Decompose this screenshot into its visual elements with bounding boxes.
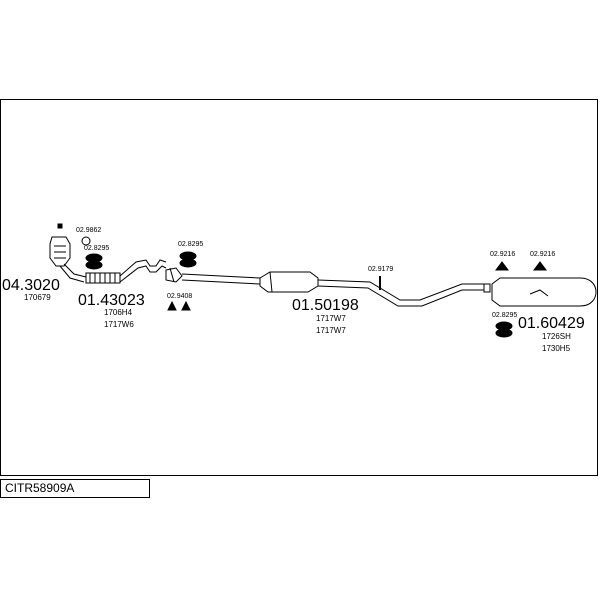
fitting-label-f6: 02.9216 xyxy=(490,251,515,258)
catalyst-icon[interactable] xyxy=(49,223,87,283)
rear-silencer-icon[interactable] xyxy=(483,277,597,307)
middle-silencer-ref-2: 1717W7 xyxy=(316,326,346,335)
fitting-icon-f7[interactable] xyxy=(533,261,547,271)
rear-silencer-ref-1: 1726SH xyxy=(542,332,571,341)
fitting-label-f5: 02.9179 xyxy=(368,266,393,273)
diagram-code: CITR58909A xyxy=(0,479,150,498)
fitting-icon-f8[interactable] xyxy=(495,321,513,338)
middle-silencer-part-number: 01.50198 xyxy=(292,297,359,314)
middle-silencer-icon[interactable] xyxy=(259,271,319,293)
fitting-label-f8: 02.8295 xyxy=(492,312,517,319)
diagram-frame xyxy=(0,99,598,476)
fitting-icon-f1[interactable] xyxy=(81,236,91,246)
fitting-icon-f2[interactable] xyxy=(85,253,103,270)
fitting-icon-f4[interactable] xyxy=(167,300,191,311)
rear-silencer-ref-2: 1730H5 xyxy=(542,344,571,353)
fitting-icon-f6[interactable] xyxy=(495,261,509,271)
catalyst-ref: 170679 xyxy=(24,293,51,302)
rear-silencer-part-number: 01.60429 xyxy=(518,315,585,332)
clamp-icon[interactable] xyxy=(165,267,183,283)
intermediate-pipe-icon[interactable] xyxy=(181,273,261,285)
catalyst-part-number: 04.3020 xyxy=(2,277,60,294)
fitting-label-f1: 02.9862 xyxy=(76,227,101,234)
front-pipe-part-number: 01.43023 xyxy=(78,292,145,309)
front-pipe-ref-2: 1717W6 xyxy=(104,320,134,329)
fitting-icon-f3[interactable] xyxy=(179,251,197,268)
fitting-label-f7: 02.9216 xyxy=(530,251,555,258)
fitting-label-f2: 02.8295 xyxy=(84,245,109,252)
fitting-label-f3: 02.8295 xyxy=(178,241,203,248)
front-pipe-ref-1: 1706H4 xyxy=(104,308,133,317)
rear-pipe-icon[interactable] xyxy=(317,279,484,307)
fitting-label-f4: 02.9408 xyxy=(167,293,192,300)
middle-silencer-ref-1: 1717W7 xyxy=(316,314,346,323)
front-pipe-icon[interactable] xyxy=(85,259,167,284)
